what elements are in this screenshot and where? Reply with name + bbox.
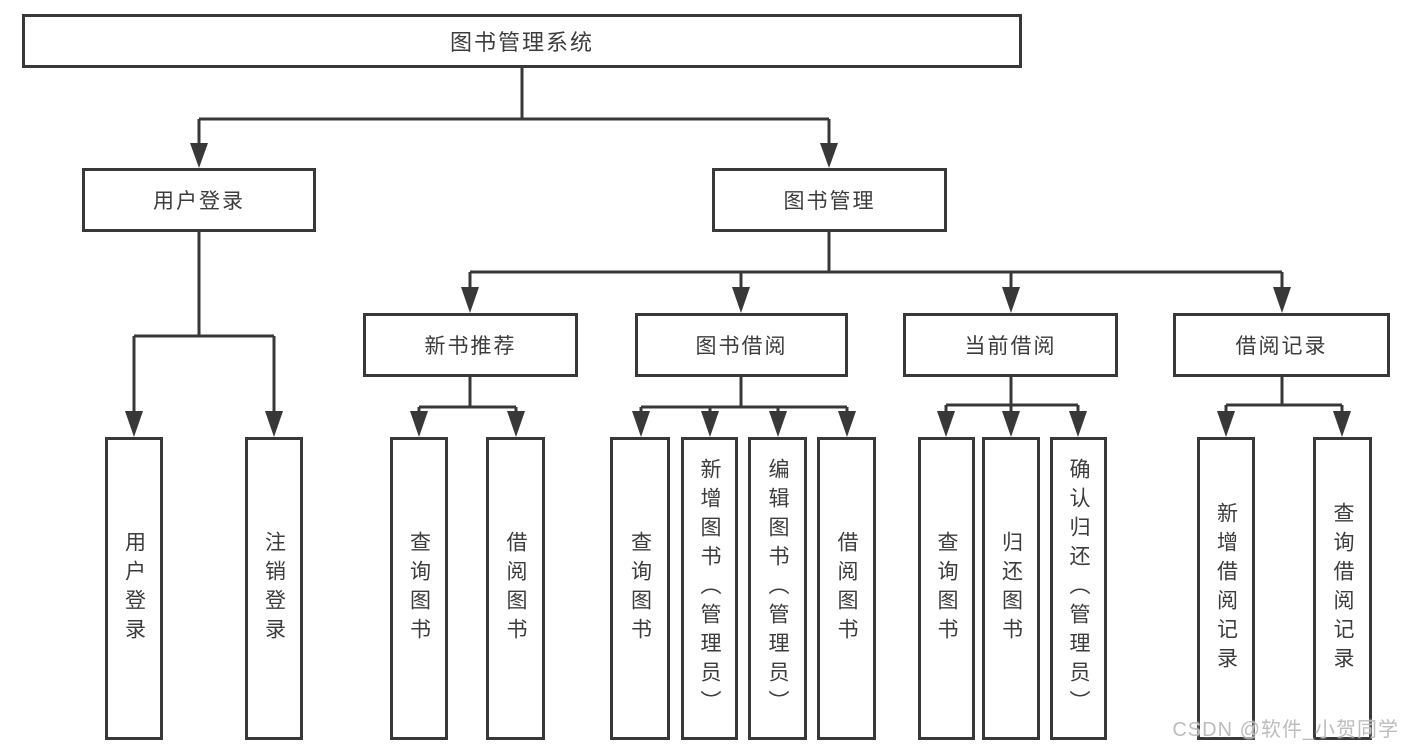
leaf-add-book-admin: 新增图书（管理员） [681, 437, 738, 740]
leaf-return-book: 归还图书 [982, 437, 1040, 740]
leaf-query-books-borrow: 查询图书 [610, 437, 670, 740]
connector-user-login-children [125, 232, 283, 437]
connector-borrow-records-children [1217, 377, 1351, 437]
node-current-borrowing: 当前借阅 [903, 313, 1118, 377]
leaf-query-books-recommend: 查询图书 [390, 437, 448, 740]
leaf-label: 新增借阅记录 [1214, 501, 1238, 676]
leaf-confirm-return-admin: 确认归还（管理员） [1050, 437, 1107, 740]
leaf-label: 新增图书（管理员） [698, 458, 721, 719]
leaf-borrow-books: 借阅图书 [817, 437, 876, 740]
node-book-borrowing: 图书借阅 [635, 313, 848, 377]
leaf-label: 归还图书 [999, 530, 1023, 647]
leaf-add-borrow-record: 新增借阅记录 [1197, 437, 1255, 740]
leaf-label: 确认归还（管理员） [1067, 458, 1090, 719]
node-new-book-recommend: 新书推荐 [363, 313, 578, 377]
leaf-logout: 注销登录 [245, 437, 303, 740]
leaf-label: 查询图书 [407, 530, 431, 647]
leaf-label: 借阅图书 [835, 530, 858, 647]
leaf-label: 注销登录 [262, 530, 286, 647]
node-library-system: 图书管理系统 [22, 14, 1022, 68]
leaf-edit-book-admin: 编辑图书（管理员） [748, 437, 807, 740]
leaf-borrow-books-recommend: 借阅图书 [486, 437, 545, 740]
node-book-management: 图书管理 [712, 168, 947, 232]
leaf-label: 借阅图书 [504, 530, 527, 647]
connector-book-borrow-children [632, 377, 856, 437]
leaf-query-books-current: 查询图书 [918, 437, 975, 740]
leaf-label: 用户登录 [122, 530, 146, 647]
connector-book-mgmt-children [461, 232, 1291, 313]
leaf-label: 编辑图书（管理员） [766, 458, 789, 719]
leaf-label: 查询图书 [628, 530, 652, 647]
node-borrow-records: 借阅记录 [1173, 313, 1390, 377]
connector-current-borrow-children [937, 377, 1087, 437]
leaf-user-login: 用户登录 [105, 437, 163, 740]
connector-new-books-children [410, 377, 525, 437]
leaf-label: 查询图书 [935, 530, 958, 647]
connector-root-to-level2 [190, 68, 838, 168]
leaf-query-borrow-record: 查询借阅记录 [1313, 437, 1372, 740]
leaf-label: 查询借阅记录 [1331, 501, 1354, 676]
node-user-login-group: 用户登录 [82, 168, 316, 232]
